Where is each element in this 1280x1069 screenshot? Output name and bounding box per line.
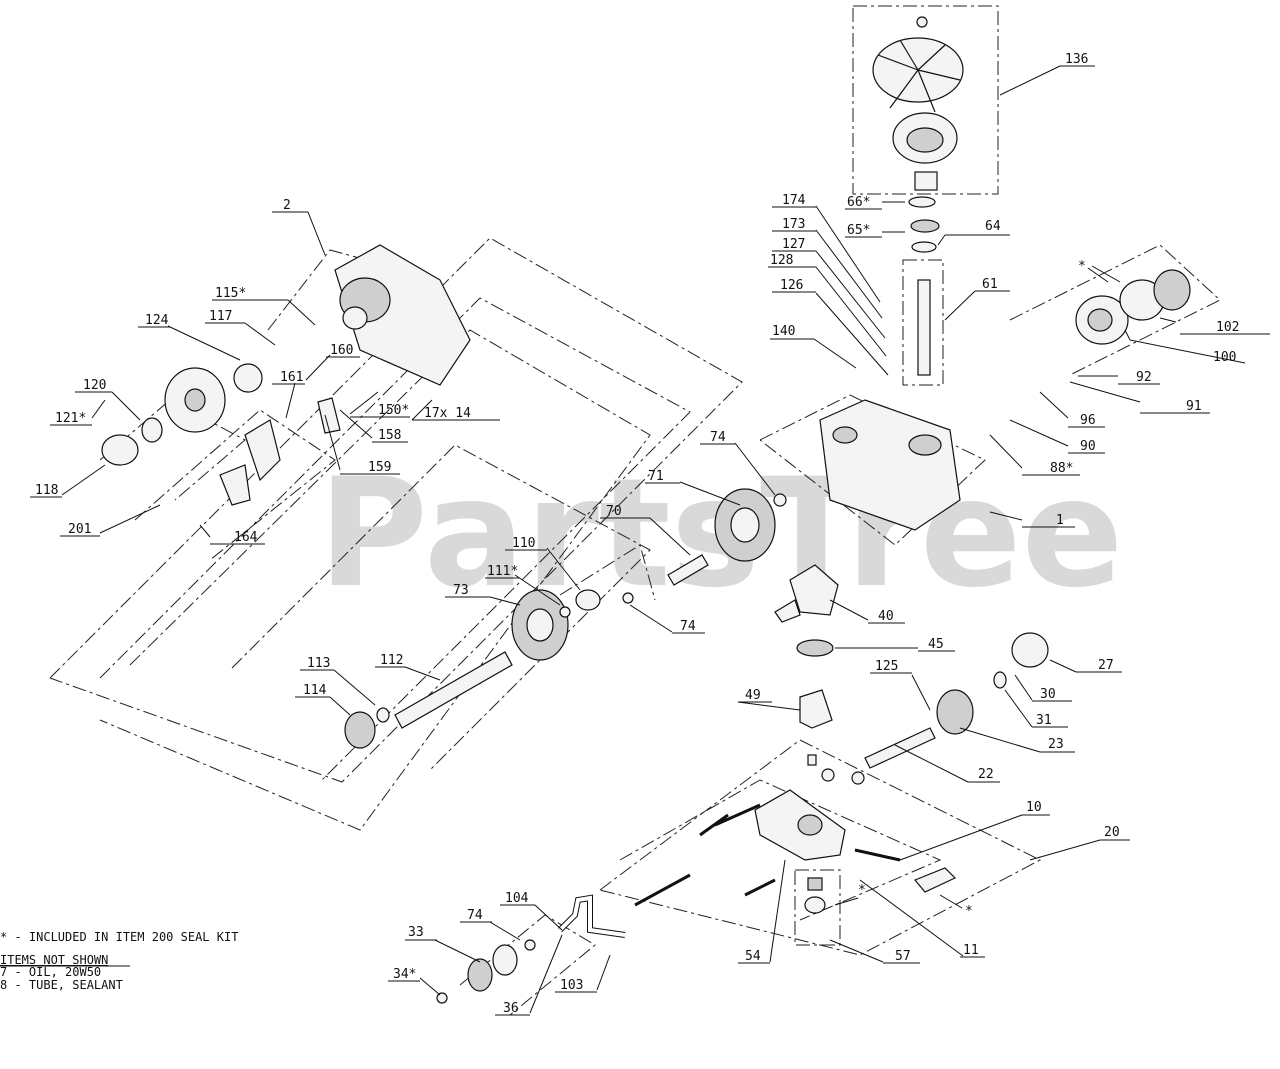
part-shaft-112 <box>344 651 513 749</box>
notes: * - INCLUDED IN ITEM 200 SEAL KIT ITEMS … <box>0 930 238 992</box>
callout-65: 65* <box>847 223 870 238</box>
callout-30: 30 <box>1040 687 1056 702</box>
callout-127: 127 <box>782 237 805 252</box>
callout-66: 66* <box>847 195 870 210</box>
callout-96: 96 <box>1080 413 1096 428</box>
callout-36: 36 <box>503 1001 519 1016</box>
callout-34: 34* <box>393 967 416 982</box>
callout-117: 117 <box>209 309 232 324</box>
callout-73: 73 <box>453 583 469 598</box>
part-housing-2 <box>334 244 471 386</box>
callout-92: 92 <box>1136 370 1152 385</box>
part-valve-plate-57 <box>804 877 826 914</box>
callout-74-bottom: 74 <box>467 908 483 923</box>
callout-118: 118 <box>35 483 58 498</box>
note-not-shown-2: 8 - TUBE, SEALANT <box>0 978 123 992</box>
callout-100: 100 <box>1213 350 1236 365</box>
leader-lines <box>61 65 1177 1014</box>
callout-124: 124 <box>145 313 169 328</box>
callout-labels: 136 66* 65* 64 174 173 127 128 126 61 14… <box>30 52 1270 1016</box>
callout-74-top: 74 <box>710 430 726 445</box>
callout-128: 128 <box>770 253 793 268</box>
callout-57: 57 <box>895 949 911 964</box>
callout-27: 27 <box>1098 658 1114 673</box>
callout-102-star: * <box>1078 259 1086 274</box>
callout-121: 121* <box>55 411 86 426</box>
callout-61: 61 <box>982 277 998 292</box>
callout-54: 54 <box>745 949 761 964</box>
part-pin-70 <box>667 554 709 586</box>
note-not-shown-1: 7 - OIL, 20W50 <box>0 965 101 979</box>
callout-103: 103 <box>560 978 583 993</box>
callout-11: 11 <box>963 943 979 958</box>
part-fan <box>872 16 964 191</box>
part-pump-23 <box>936 632 1049 735</box>
part-center-section-10 <box>754 789 957 893</box>
callout-33: 33 <box>408 925 424 940</box>
callout-161: 161 <box>280 370 303 385</box>
callout-57-star: * <box>858 883 866 898</box>
callout-64: 64 <box>985 219 1001 234</box>
callout-20: 20 <box>1104 825 1120 840</box>
callout-113: 113 <box>307 656 330 671</box>
note-seal-kit: * - INCLUDED IN ITEM 200 SEAL KIT <box>0 930 238 944</box>
part-housing-1 <box>819 399 961 531</box>
callout-115: 115* <box>215 286 246 301</box>
callout-20-star: * <box>965 904 973 919</box>
callout-40: 40 <box>878 609 894 624</box>
callout-70: 70 <box>606 504 622 519</box>
part-cylinder-49 <box>799 689 833 729</box>
part-gear-33 <box>436 939 536 1004</box>
callout-102: 102 <box>1216 320 1239 335</box>
callout-140: 140 <box>772 324 795 339</box>
callout-201: 201 <box>68 522 91 537</box>
callout-91: 91 <box>1186 399 1202 414</box>
callout-10: 10 <box>1026 800 1042 815</box>
callout-136: 136 <box>1065 52 1088 67</box>
callout-49: 49 <box>745 688 761 703</box>
callout-71: 71 <box>648 469 664 484</box>
note-not-shown-heading: ITEMS NOT SHOWN <box>0 953 108 967</box>
part-swashplate-40 <box>774 564 839 657</box>
part-bolts <box>634 803 901 907</box>
callout-88: 88* <box>1050 461 1073 476</box>
callout-23: 23 <box>1048 737 1064 752</box>
callout-160: 160 <box>330 343 353 358</box>
callout-45: 45 <box>928 637 944 652</box>
callout-150: 150* <box>378 403 409 418</box>
part-hub-120 <box>101 363 263 466</box>
callout-159: 159 <box>368 460 391 475</box>
callout-110: 110 <box>512 536 535 551</box>
callout-31: 31 <box>1036 713 1052 728</box>
callout-17x14: 17x 14 <box>424 406 471 421</box>
callout-173: 173 <box>782 217 805 232</box>
callout-114: 114 <box>303 683 327 698</box>
part-tube-103 <box>557 894 626 938</box>
part-filter-100-102 <box>1075 269 1191 345</box>
callout-112: 112 <box>380 653 403 668</box>
part-shaft-61 <box>908 196 940 376</box>
callout-1: 1 <box>1056 513 1064 528</box>
callout-111: 111* <box>487 564 518 579</box>
part-gear-73 <box>511 493 787 661</box>
callout-90: 90 <box>1080 439 1096 454</box>
callout-158: 158 <box>378 428 401 443</box>
callout-120: 120 <box>83 378 106 393</box>
callout-74-mid: 74 <box>680 619 696 634</box>
callout-164: 164 <box>234 530 258 545</box>
callout-22: 22 <box>978 767 994 782</box>
callout-125: 125 <box>875 659 898 674</box>
part-gear-71 <box>714 488 776 562</box>
callout-104: 104 <box>505 891 529 906</box>
callout-174: 174 <box>782 193 806 208</box>
callout-2: 2 <box>283 198 291 213</box>
part-brake-201 <box>219 397 341 506</box>
callout-126: 126 <box>780 278 803 293</box>
